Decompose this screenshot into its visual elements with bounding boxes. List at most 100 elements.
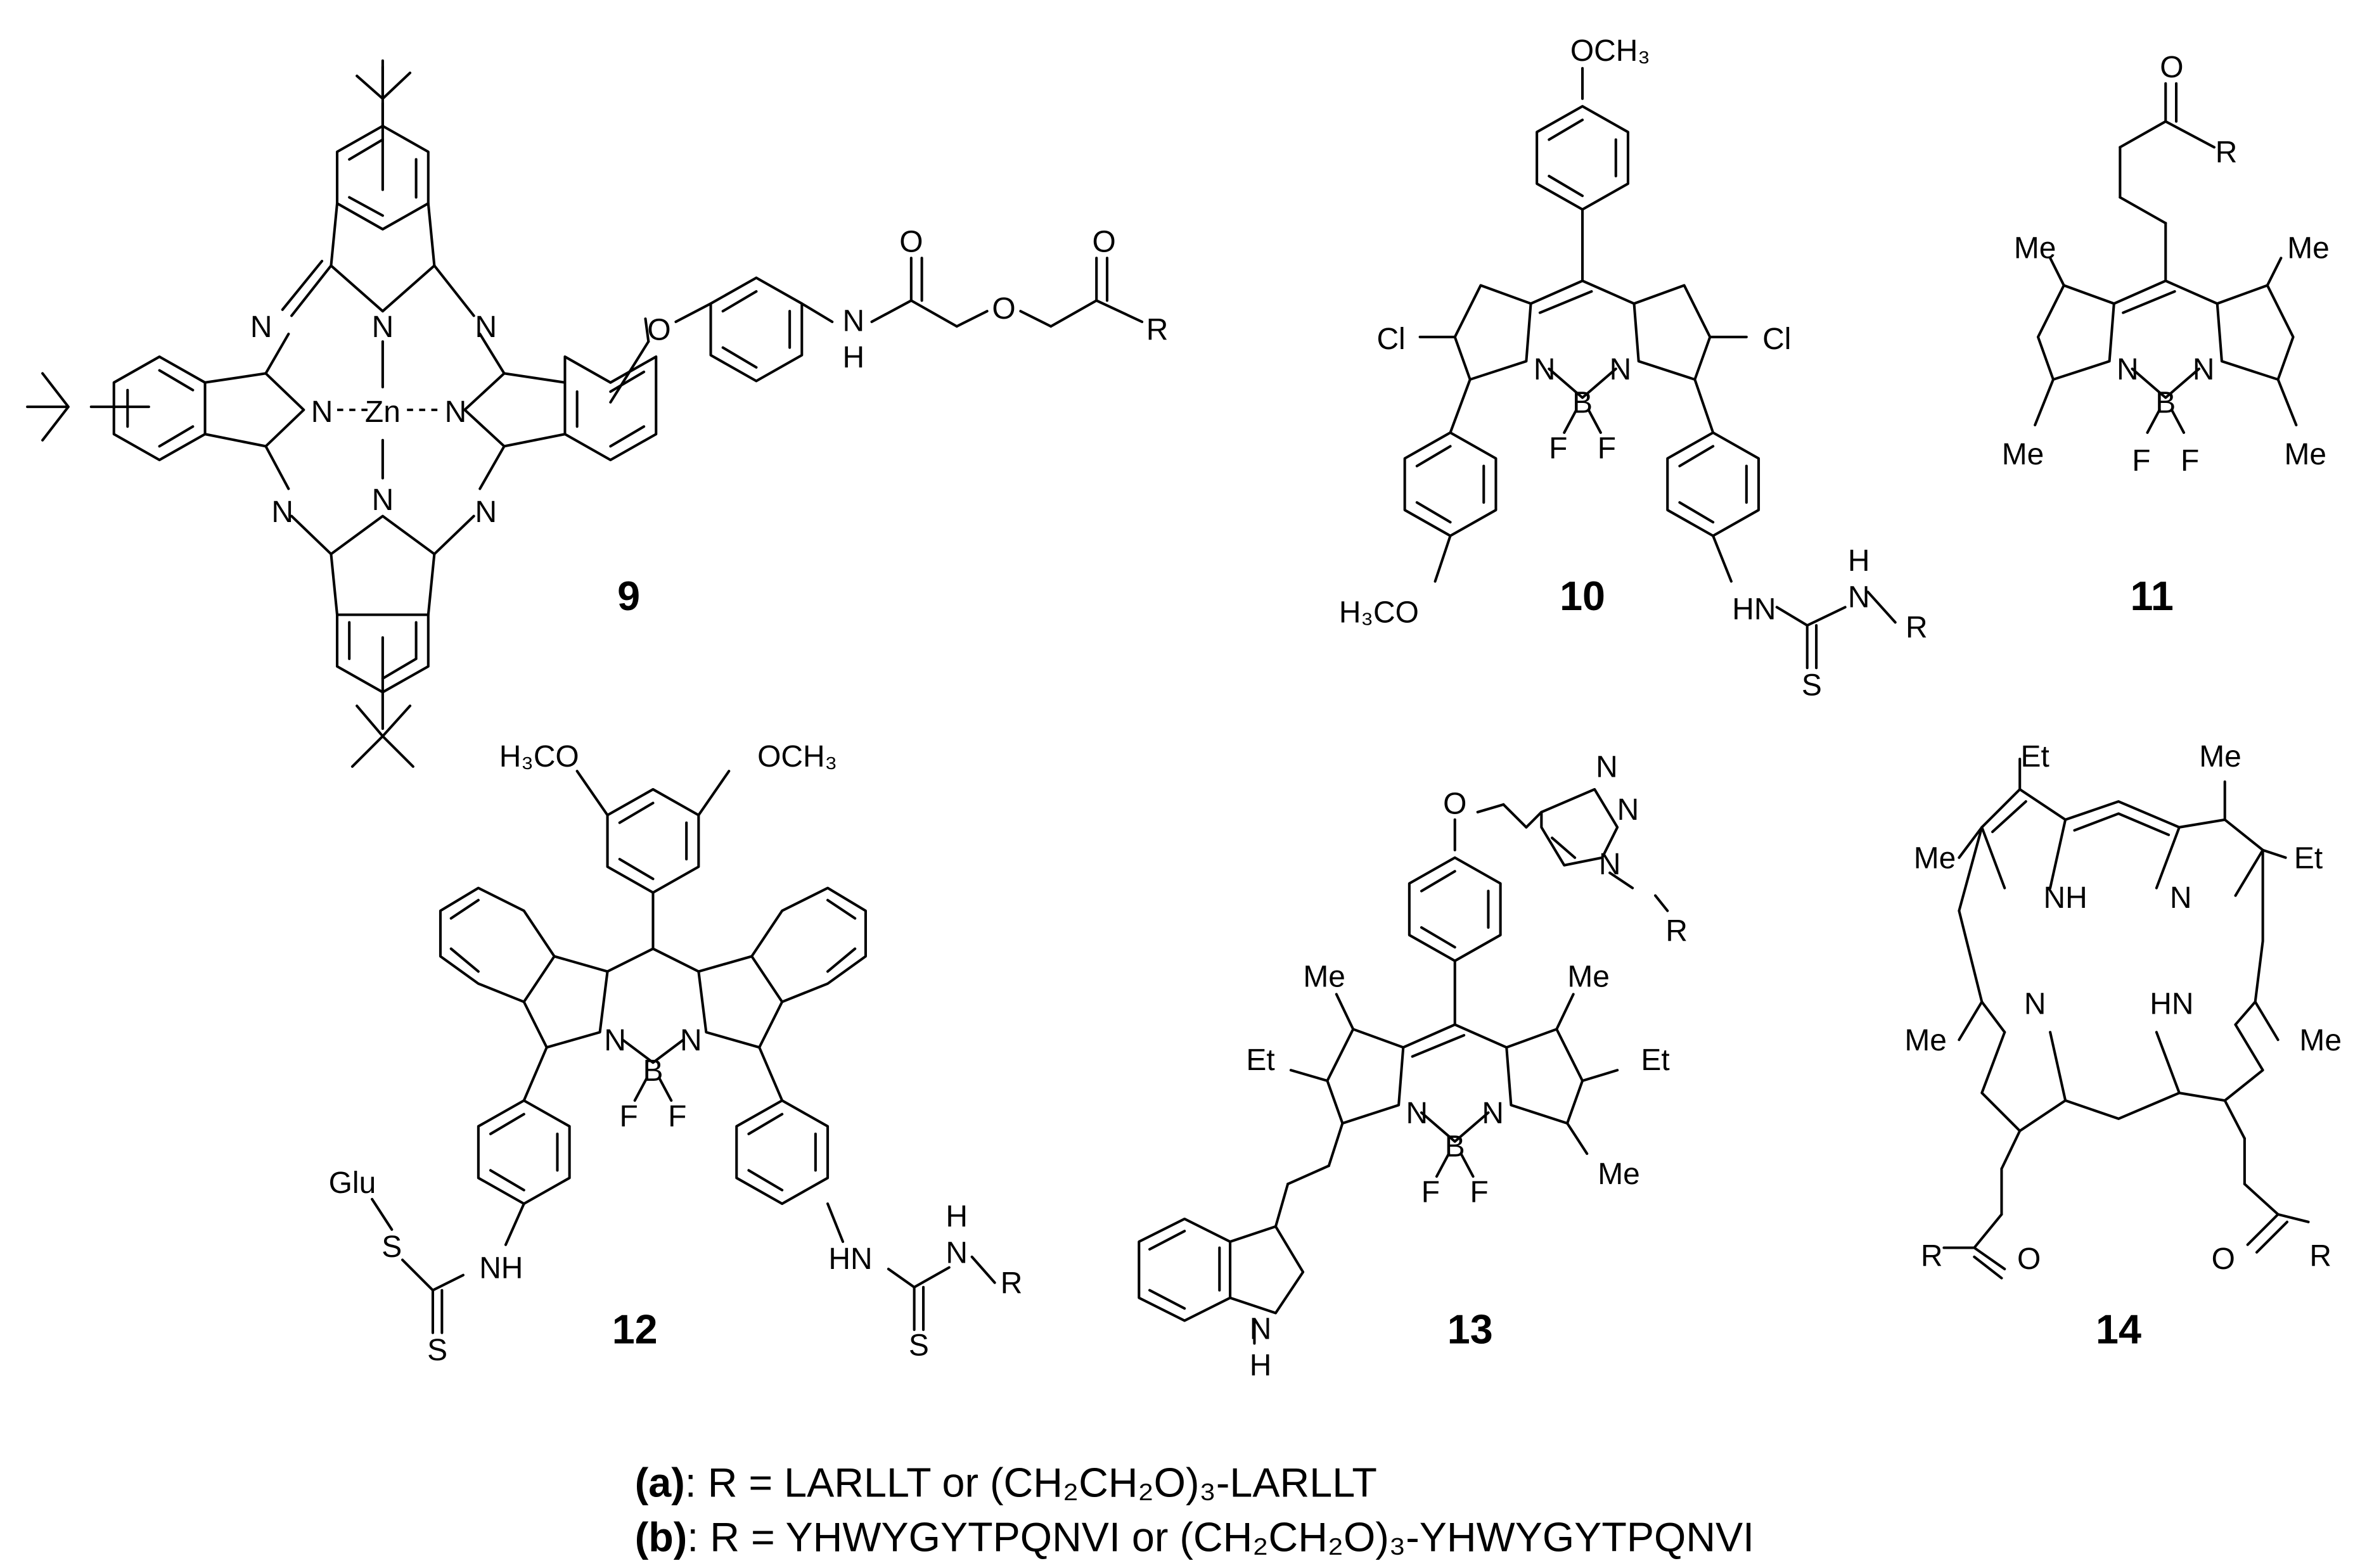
atom-label: HN <box>1732 593 1776 627</box>
atom-label: N <box>2193 353 2215 386</box>
atom-label: N <box>2024 988 2046 1021</box>
compound-11-structure <box>2034 82 2298 434</box>
atom-label: OCH₃ <box>757 740 837 774</box>
atom-label: H₃CO <box>499 740 579 774</box>
atom-label: N <box>250 310 273 344</box>
compound-number-10: 10 <box>1560 573 1605 619</box>
atom-label: N <box>604 1024 626 1057</box>
atom-label: O <box>992 292 1015 326</box>
atom-label: R <box>1146 314 1169 347</box>
atom-label: N <box>1596 751 1618 784</box>
legend: (a): R = LARLLT or (CH₂CH₂O)₃-LARLLT (b)… <box>635 1459 1754 1560</box>
legend-key-a: (a) <box>635 1459 685 1505</box>
atom-label: N <box>1848 580 1870 614</box>
atom-label: Et <box>2021 740 2049 774</box>
atom-label: N <box>475 495 497 529</box>
atom-label: B <box>2155 386 2176 420</box>
compound-13-structure <box>1138 787 1669 1345</box>
atom-label: S <box>427 1334 447 1367</box>
atom-label: Et <box>1246 1043 1274 1077</box>
atom-label: N <box>2170 881 2192 915</box>
atom-label: B <box>1445 1130 1465 1164</box>
atom-label: HN <box>2150 988 2193 1021</box>
atom-label: O <box>2212 1242 2235 1276</box>
atom-label: N <box>680 1024 702 1057</box>
atom-label: H <box>946 1200 968 1233</box>
atom-label: OCH₃ <box>1570 34 1650 68</box>
atom-label: S <box>909 1329 929 1363</box>
atom-label: Cl <box>1376 322 1405 356</box>
atom-label: F <box>1421 1176 1440 1209</box>
atom-label: F <box>2132 444 2150 478</box>
atom-label: N <box>372 483 394 517</box>
atom-label: N <box>475 310 497 344</box>
compound-9-structure <box>26 59 1144 768</box>
atom-label: N <box>1610 353 1632 386</box>
compound-10-atom-labels: OCH₃ Cl Cl N B N F F H₃CO HN H N R S <box>1339 34 1928 703</box>
atom-label: Me <box>1598 1157 1640 1191</box>
atom-label: R <box>2216 136 2238 169</box>
atom-label: Me <box>2299 1024 2342 1057</box>
atom-label: Me <box>2287 231 2330 265</box>
compound-11-atom-labels: O R Me Me N B N Me Me F F <box>2002 51 2330 478</box>
legend-line-a: (a): R = LARLLT or (CH₂CH₂O)₃-LARLLT <box>635 1459 1377 1505</box>
atom-label: Me <box>2199 740 2241 774</box>
compound-number-12: 12 <box>612 1306 658 1352</box>
atom-label: R <box>1906 611 1928 644</box>
atom-label: Et <box>1641 1043 1669 1077</box>
atom-label: R <box>1001 1266 1023 1300</box>
atom-label: NH <box>479 1251 523 1285</box>
atom-label: O <box>647 314 670 347</box>
atom-label: HN <box>828 1242 872 1276</box>
atom-label: R <box>1665 915 1688 948</box>
atom-label: S <box>1802 668 1822 702</box>
atom-label: N <box>271 495 293 529</box>
atom-label: H₃CO <box>1339 596 1419 629</box>
atom-label: S <box>382 1230 402 1264</box>
atom-label: F <box>1598 432 1616 466</box>
atom-label: F <box>668 1100 686 1133</box>
atom-label: N <box>1617 793 1639 827</box>
legend-key-b: (b) <box>635 1514 688 1560</box>
atom-label: N <box>1482 1097 1504 1130</box>
compound-13-atom-labels: O N N N R Me Me Et Et N B N Me F F N H <box>1246 751 1688 1382</box>
atom-label: NH <box>2043 881 2087 915</box>
atom-label: F <box>2181 444 2199 478</box>
atom-label: N <box>1250 1312 1272 1346</box>
compound-14-atom-labels: Et Me Me Et NH N N HN Me Me R O O R <box>1904 740 2342 1276</box>
atom-label: Glu <box>329 1166 376 1200</box>
atom-label: F <box>619 1100 638 1133</box>
compound-14-structure <box>1942 757 2310 1280</box>
atom-label: N <box>842 304 864 338</box>
atom-label: Me <box>1567 960 1610 993</box>
atom-label: N <box>1599 848 1621 881</box>
atom-label: Me <box>2014 231 2056 265</box>
atom-label: H <box>1848 544 1870 578</box>
atom-label: Me <box>2002 438 2044 471</box>
atom-label: Me <box>1914 842 1956 876</box>
atom-label: N <box>445 395 467 429</box>
legend-text-b: : R = YHWYGYTPQNVI or (CH₂CH₂O)₃-YHWYGYT… <box>687 1514 1754 1560</box>
compound-number-9: 9 <box>617 573 640 619</box>
atom-label: H <box>1250 1349 1272 1382</box>
atom-label: O <box>1443 787 1466 820</box>
compound-number-13: 13 <box>1447 1306 1493 1352</box>
legend-line-b: (b): R = YHWYGYTPQNVI or (CH₂CH₂O)₃-YHWY… <box>635 1514 1754 1560</box>
compound-9-atom-labels: N N N N Zn N N N N O N H O O O R <box>250 226 1168 529</box>
atom-label: O <box>899 226 923 259</box>
legend-text-a: : R = LARLLT or (CH₂CH₂O)₃-LARLLT <box>685 1459 1377 1505</box>
atom-label: N <box>372 310 394 344</box>
atom-label: Et <box>2294 842 2323 876</box>
atom-label: N <box>311 395 333 429</box>
atom-label: H <box>842 341 864 374</box>
atom-label: Me <box>2284 438 2326 471</box>
compound-number-11: 11 <box>2131 573 2174 619</box>
compound-12-atom-labels: H₃CO OCH₃ N B N F F Glu S NH S HN H N R … <box>329 740 1023 1367</box>
atom-label: N <box>2117 353 2139 386</box>
atom-label: Me <box>1303 960 1345 993</box>
atom-label: F <box>1549 432 1567 466</box>
atom-label: O <box>1093 226 1116 259</box>
atom-label: R <box>2309 1239 2331 1273</box>
compound-number-14: 14 <box>2096 1306 2141 1352</box>
